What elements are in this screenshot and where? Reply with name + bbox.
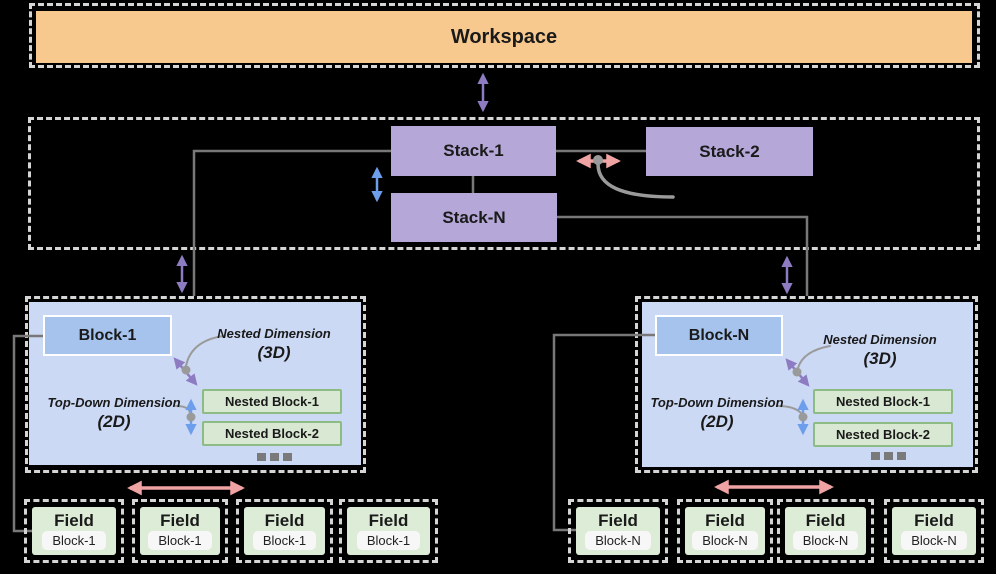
field-box: Field Block-1 bbox=[347, 507, 430, 555]
field-box: Field Block-1 bbox=[140, 507, 220, 555]
topdown-dimension-label-left: Top-Down Dimension (2D) bbox=[44, 395, 184, 431]
field-title: Field bbox=[160, 510, 200, 530]
nested-dimension-title: Nested Dimension bbox=[823, 332, 937, 347]
wire-blockn-to-field bbox=[552, 333, 655, 532]
field-box: Field Block-1 bbox=[32, 507, 116, 555]
block-1-box: Block-1 bbox=[43, 315, 172, 356]
nested-block-2-left: Nested Block-2 bbox=[202, 421, 342, 446]
nested-dimension-label-right: Nested Dimension (3D) bbox=[810, 332, 950, 368]
field-container: Field Block-N bbox=[568, 499, 668, 563]
field-box: Field Block-N bbox=[785, 507, 866, 555]
more-blocks-ellipsis-icon-left bbox=[257, 453, 292, 461]
workspace-box: Workspace bbox=[36, 11, 972, 63]
stack-layer-container bbox=[28, 117, 980, 250]
field-title: Field bbox=[264, 510, 305, 530]
stack-n-box: Stack-N bbox=[391, 193, 557, 242]
field-box: Field Block-1 bbox=[244, 507, 325, 555]
nested-dimension-title: Nested Dimension bbox=[217, 326, 331, 341]
block-n-box: Block-N bbox=[655, 315, 783, 356]
stack-1-box: Stack-1 bbox=[391, 126, 556, 176]
stack-gap-leader-curve bbox=[596, 162, 675, 199]
field-block-pill: Block-N bbox=[585, 531, 651, 551]
field-container: Field Block-1 bbox=[339, 499, 438, 563]
field-container: Field Block-1 bbox=[132, 499, 228, 563]
field-title: Field bbox=[705, 510, 745, 530]
nested-block-1-left: Nested Block-1 bbox=[202, 389, 342, 414]
field-box: Field Block-N bbox=[892, 507, 976, 555]
field-title: Field bbox=[368, 510, 409, 530]
joint-dot-topdown-left bbox=[186, 412, 196, 422]
field-container: Field Block-N bbox=[677, 499, 773, 563]
nested-block-2-right: Nested Block-2 bbox=[813, 422, 953, 447]
topdown-dimension-title: Top-Down Dimension bbox=[650, 395, 784, 410]
block-1-label: Block-1 bbox=[78, 326, 137, 344]
more-blocks-ellipsis-icon-right bbox=[871, 452, 906, 460]
block-1-container bbox=[25, 296, 366, 473]
joint-dot-stack bbox=[593, 155, 603, 165]
stack-n-label: Stack-N bbox=[442, 207, 506, 227]
field-container: Field Block-N bbox=[884, 499, 984, 563]
topdown-dimension-title: Top-Down Dimension bbox=[47, 395, 181, 410]
nested-block-label: Nested Block-1 bbox=[836, 394, 930, 409]
field-title: Field bbox=[914, 510, 954, 530]
stack-1-label: Stack-1 bbox=[443, 141, 504, 160]
field-block-pill: Block-1 bbox=[252, 531, 317, 551]
wire-stack1-to-block1 bbox=[192, 149, 391, 296]
wire-block1-to-field bbox=[12, 334, 44, 533]
nested-block-1-right: Nested Block-1 bbox=[813, 389, 953, 414]
field-title: Field bbox=[54, 510, 94, 530]
stack-2-box: Stack-2 bbox=[646, 127, 813, 176]
nested-dimension-tag: (3D) bbox=[257, 342, 291, 362]
topdown-dimension-label-right: Top-Down Dimension (2D) bbox=[647, 395, 787, 431]
field-box: Field Block-N bbox=[576, 507, 660, 555]
field-title: Field bbox=[598, 510, 638, 530]
nested-block-label: Nested Block-2 bbox=[836, 427, 930, 442]
field-block-pill: Block-N bbox=[792, 531, 859, 551]
nested-block-label: Nested Block-1 bbox=[225, 394, 319, 409]
field-box: Field Block-N bbox=[685, 507, 765, 555]
joint-dot-nested-right bbox=[792, 367, 802, 377]
nested-block-label: Nested Block-2 bbox=[225, 426, 319, 441]
topdown-dimension-tag: (2D) bbox=[97, 411, 131, 431]
nested-dimension-tag: (3D) bbox=[863, 348, 897, 368]
field-container: Field Block-1 bbox=[236, 499, 333, 563]
joint-dot-nested-left bbox=[181, 365, 191, 375]
field-block-pill: Block-1 bbox=[42, 531, 106, 551]
block-n-container bbox=[635, 296, 978, 473]
field-block-pill: Block-1 bbox=[356, 531, 421, 551]
nested-dimension-label-left: Nested Dimension (3D) bbox=[204, 326, 344, 362]
block-n-label: Block-N bbox=[688, 326, 750, 344]
joint-dot-topdown-right bbox=[798, 412, 808, 422]
workspace-label: Workspace bbox=[450, 25, 558, 48]
wire-stackn-to-blockn bbox=[556, 215, 809, 296]
field-block-pill: Block-1 bbox=[148, 531, 212, 551]
field-container: Field Block-N bbox=[777, 499, 874, 563]
field-title: Field bbox=[805, 510, 846, 530]
field-block-pill: Block-N bbox=[901, 531, 967, 551]
topdown-dimension-tag: (2D) bbox=[700, 411, 734, 431]
field-container: Field Block-1 bbox=[24, 499, 124, 563]
field-block-pill: Block-N bbox=[692, 531, 758, 551]
stack-2-label: Stack-2 bbox=[699, 141, 760, 161]
workspace-container bbox=[29, 3, 980, 68]
